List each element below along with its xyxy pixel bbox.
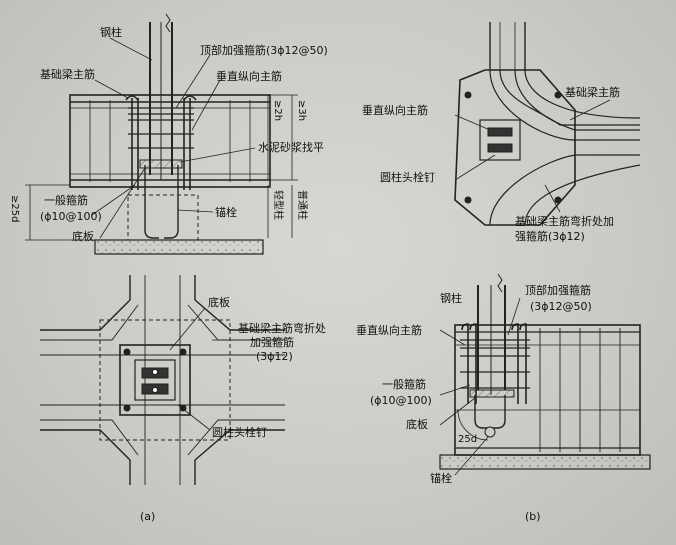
plan-outline [99, 319, 231, 441]
label-normal-column: 普通柱 [296, 190, 309, 220]
label-general-stirrup-a-2: (ϕ10@100) [40, 210, 102, 223]
base-plate-outline [454, 69, 576, 226]
concrete-foundation [94, 239, 264, 255]
label-top-stirrup-b-1: 顶部加强箍筋 [525, 283, 591, 297]
anchor-bolts [144, 165, 179, 239]
label-general-stirrup-a-1: 一般箍筋 [44, 193, 88, 207]
label-bend-stirrup-a-2: 加强箍筋 [250, 335, 294, 349]
label-bend-stirrup-a-1: 基础梁主筋弯折处 [238, 321, 326, 335]
vertical-main-rebars-b [461, 323, 527, 404]
panel-b-elevation [439, 273, 651, 476]
label-dim-25d-a: ≥25d [9, 195, 20, 222]
label-top-stirrup-b-2: (3ϕ12@50) [530, 300, 592, 313]
base-plate-plan [119, 344, 191, 416]
label-general-stirrup-b-2: (ϕ10@100) [370, 394, 432, 407]
panel-a-plan [40, 275, 285, 485]
labels: 钢柱 顶部加强箍筋(3ϕ12@50) 基础梁主筋 垂直纵向主筋 ≥2h ≥3h … [9, 25, 620, 523]
caption-a: (a) [140, 510, 155, 523]
leader-lines [91, 37, 256, 239]
dimension-lines [25, 94, 298, 241]
panel-b-plan [454, 22, 641, 226]
label-anchor-bolt-a: 锚栓 [215, 205, 237, 219]
label-steel-column-b: 钢柱 [440, 291, 462, 305]
label-bend-stirrup-b-1: 基础梁主筋弯折处加 [515, 214, 614, 228]
base-plate [139, 159, 183, 169]
label-foundation-beam-rebar-a: 基础梁主筋 [40, 67, 95, 81]
label-vertical-main-rebar-b2: 垂直纵向主筋 [356, 323, 422, 337]
column-pier-outline [127, 194, 199, 241]
label-foundation-beam-rebar-b: 基础梁主筋 [565, 85, 620, 99]
label-stud-b: 圆柱头栓钉 [380, 170, 435, 184]
foundation-beam [69, 94, 271, 188]
label-cement-mortar: 水泥砂浆找平 [258, 140, 324, 154]
label-dim-3h: ≥3h [296, 100, 307, 121]
label-stud-a: 圆柱头栓钉 [212, 425, 267, 439]
anchor-bolts-b [474, 395, 506, 429]
label-steel-column-a: 钢柱 [100, 25, 122, 39]
label-base-plate-a: 底板 [72, 229, 94, 243]
label-dim-2h: ≥2h [272, 100, 283, 121]
top-stirrups [128, 107, 194, 149]
label-base-plate-plan-a: 底板 [208, 295, 230, 309]
label-bend-stirrup-a-3: (3ϕ12) [256, 350, 293, 363]
label-vertical-main-rebar-b: 垂直纵向主筋 [362, 103, 428, 117]
label-vertical-main-rebar-a: 垂直纵向主筋 [216, 69, 282, 83]
steel-column [149, 13, 173, 180]
label-general-stirrup-b-1: 一般箍筋 [382, 377, 426, 391]
label-top-stirrup-a: 顶部加强箍筋(3ϕ12@50) [200, 43, 328, 57]
label-dim-25d-b: 25d [458, 434, 477, 445]
vertical-main-rebars [125, 95, 197, 190]
label-bend-stirrup-b-2: 强箍筋(3ϕ12) [515, 229, 585, 243]
label-anchor-bolt-b: 锚栓 [430, 471, 452, 485]
label-base-plate-b: 底板 [406, 417, 428, 431]
panel-a-elevation [25, 13, 298, 255]
caption-b: (b) [525, 510, 541, 523]
label-light-column: 轻型柱 [272, 190, 285, 220]
